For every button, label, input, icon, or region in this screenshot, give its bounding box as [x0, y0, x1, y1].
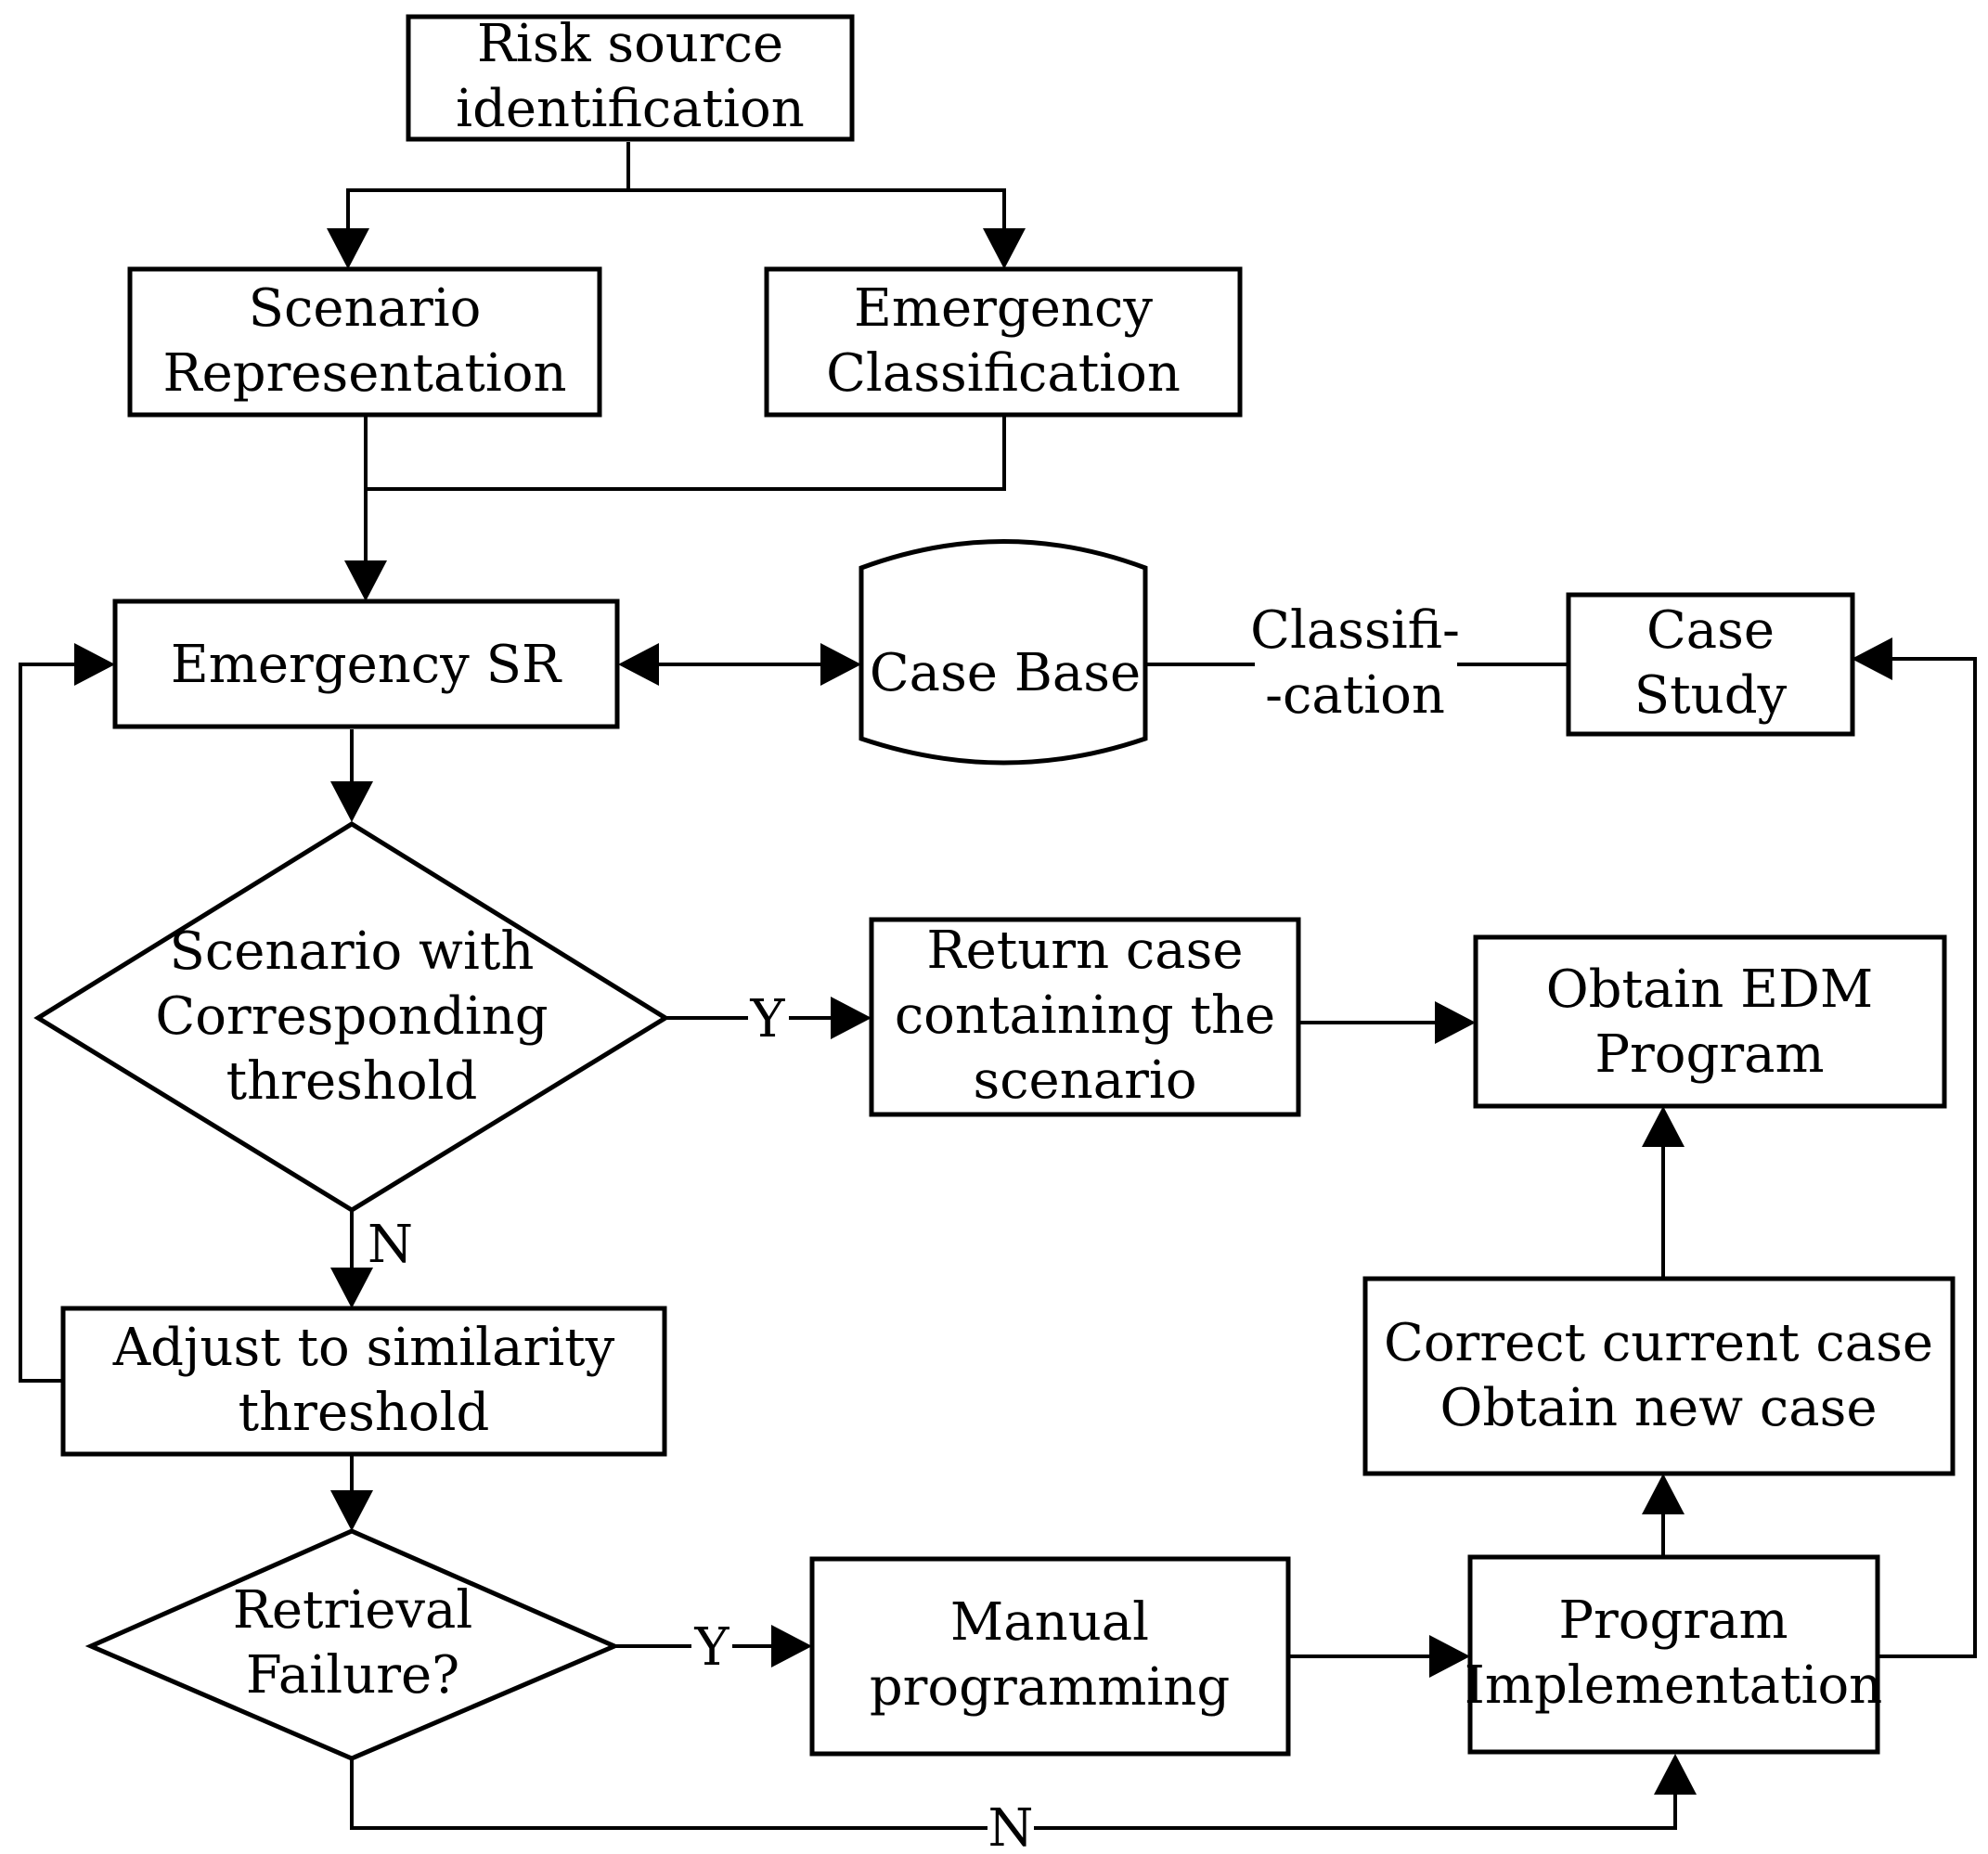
arrow-head	[983, 228, 1026, 269]
node-label-line: Classification	[826, 343, 1181, 404]
node-label-line: containing the	[895, 985, 1275, 1046]
edge-label-threshold-no: N	[368, 1215, 413, 1275]
node-label-line: Emergency SR	[171, 635, 562, 695]
node-manual-programming: Manual programming	[809, 1556, 1291, 1757]
arrow-head	[1654, 1754, 1697, 1795]
arrow-head	[1429, 1635, 1470, 1678]
arrow-head	[1642, 1106, 1685, 1147]
node-scenario-threshold-decision: Scenario with Corresponding threshold	[33, 821, 670, 1213]
arrow-head	[831, 997, 871, 1039]
connectors	[19, 142, 1977, 1830]
node-emergency-classification: Emergency Classification	[764, 266, 1243, 418]
node-label-line: Corresponding	[155, 986, 548, 1047]
node-label-line: threshold	[226, 1051, 478, 1112]
arrow-head	[1642, 1474, 1685, 1514]
node-label-line: Failure?	[246, 1645, 459, 1706]
edge-label-failure-no: N	[988, 1798, 1034, 1854]
edge-implementation-to-casestudy	[1878, 657, 1977, 1658]
node-label-line: Study	[1634, 665, 1788, 726]
node-case-base: Case Base	[858, 539, 1148, 766]
node-label-line: Emergency	[854, 278, 1153, 339]
node-label-line: Case Base	[870, 643, 1141, 703]
node-risk-source: Risk source identification	[406, 14, 855, 142]
edge-label-classification: Classifi- -cation	[1250, 600, 1460, 731]
edge-label-text: N	[368, 1215, 413, 1275]
edge-label-text: N	[988, 1798, 1034, 1854]
arrow-head	[618, 643, 659, 686]
node-label-line: Scenario with	[170, 921, 535, 982]
arrow-head	[820, 643, 861, 686]
node-label-line: Program	[1594, 1024, 1824, 1085]
node-label-line: Obtain EDM	[1546, 959, 1874, 1020]
node-case-study: Case Study	[1566, 592, 1855, 737]
node-correct-case: Correct current case Obtain new case	[1362, 1276, 1956, 1476]
node-label-line: Scenario	[249, 278, 482, 339]
arrow-head	[330, 1268, 373, 1308]
node-label-line: scenario	[973, 1050, 1196, 1111]
arrow-head	[771, 1625, 812, 1667]
node-label-line: Obtain new case	[1440, 1378, 1878, 1438]
node-label-line: Implementation	[1465, 1655, 1883, 1716]
arrow-head	[327, 228, 369, 269]
node-label-line: Adjust to similarity	[112, 1318, 615, 1378]
edge-classification-merge	[366, 417, 1006, 491]
edge-label-line: -cation	[1265, 665, 1445, 726]
arrow-head	[330, 781, 373, 822]
node-scenario-representation: Scenario Representation	[127, 266, 602, 418]
node-label-line: Risk source	[477, 14, 783, 74]
node-retrieval-failure-decision: Retrieval Failure?	[84, 1528, 621, 1761]
arrow-head	[74, 643, 115, 686]
arrow-head	[1852, 637, 1892, 680]
node-label-line: Manual	[950, 1592, 1149, 1653]
node-label-line: Return case	[926, 921, 1243, 981]
node-label-line: Correct current case	[1384, 1313, 1933, 1373]
node-label-line: programming	[870, 1657, 1230, 1718]
edge-label-text: Y	[750, 989, 786, 1049]
node-label-line: Program	[1558, 1590, 1788, 1651]
edge-adjust-loop	[19, 663, 79, 1383]
node-adjust-threshold: Adjust to similarity threshold	[60, 1306, 667, 1457]
node-label-line: Retrieval	[233, 1580, 473, 1641]
node-label-line: threshold	[239, 1383, 490, 1443]
arrow-head	[330, 1490, 373, 1531]
arrow-head	[1435, 1001, 1476, 1044]
node-label-line: Case	[1646, 600, 1775, 661]
node-emergency-sr: Emergency SR	[112, 599, 620, 729]
node-label-line: Representation	[162, 343, 566, 404]
node-return-case: Return case containing the scenario	[869, 917, 1301, 1117]
edge-label-line: Classifi-	[1250, 600, 1460, 661]
edge-risk-to-split	[346, 142, 630, 230]
edge-label-text: Y	[694, 1617, 730, 1678]
edge-label-failure-yes: Y	[691, 1617, 732, 1678]
edge-split-to-classification	[628, 188, 1006, 230]
node-label-line: identification	[456, 79, 805, 139]
edge-label-threshold-yes: Y	[748, 989, 789, 1049]
node-obtain-edm: Obtain EDM Program	[1473, 934, 1947, 1109]
node-program-implementation: Program Implementation	[1465, 1554, 1883, 1755]
arrow-head	[344, 560, 387, 601]
